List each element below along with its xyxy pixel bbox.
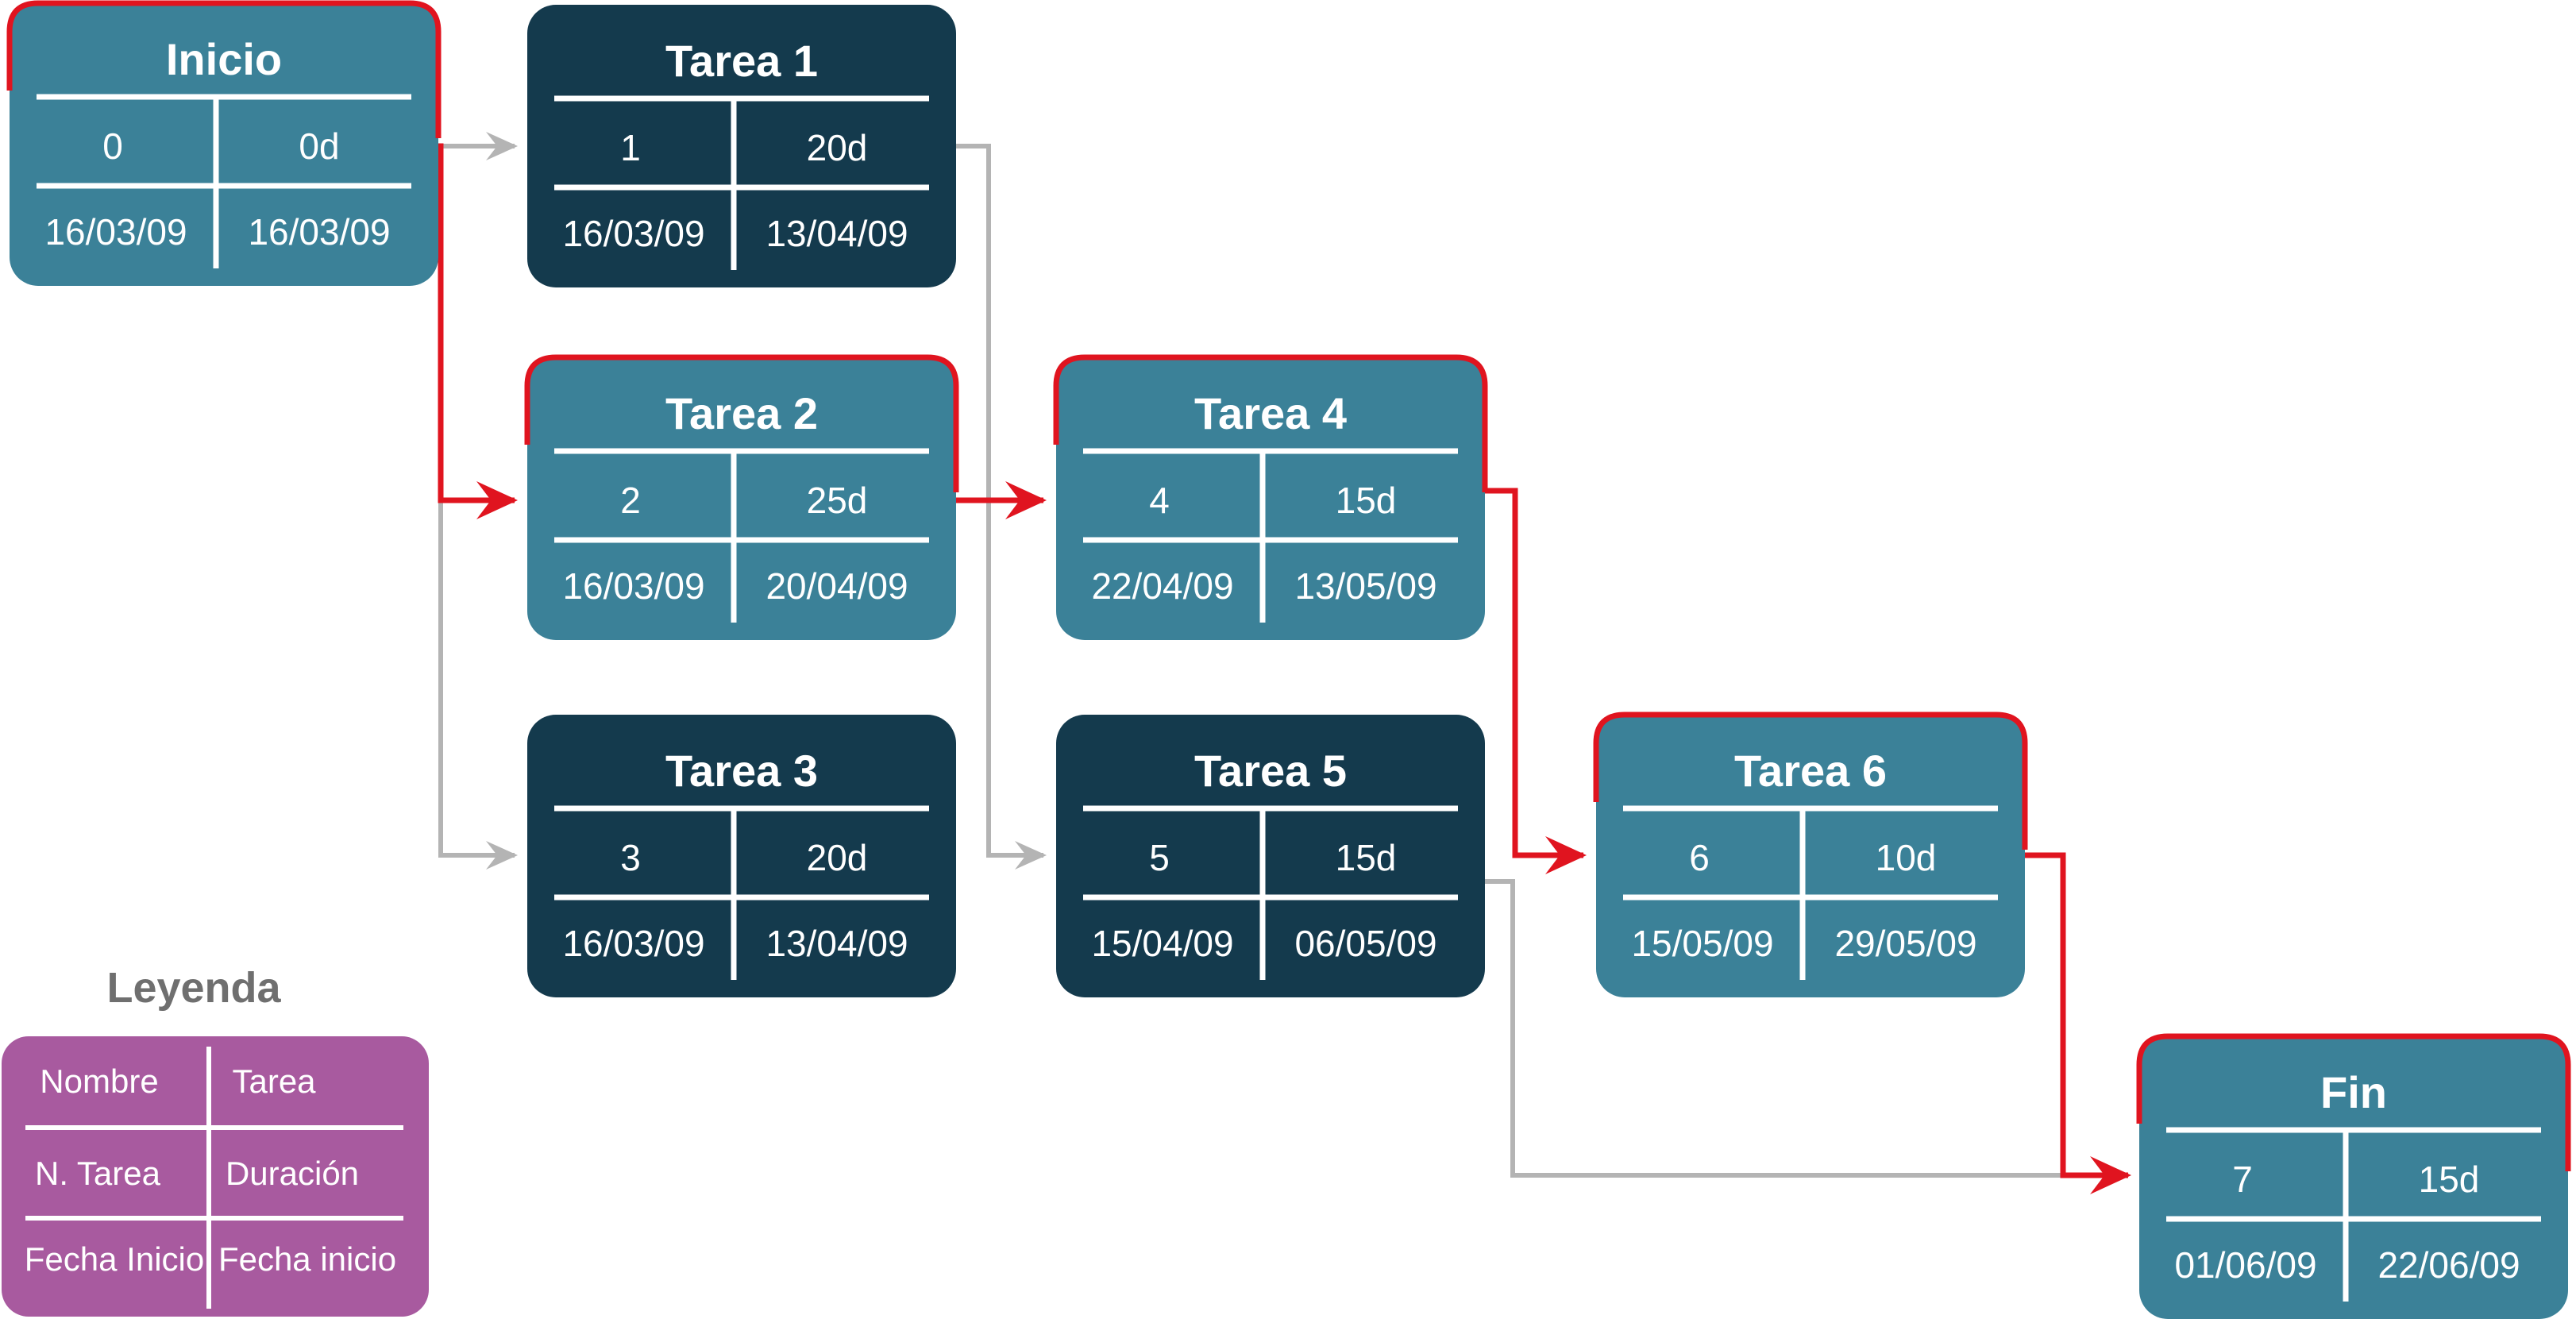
node-end-date: 22/06/09	[2377, 1244, 2520, 1286]
node-tarea4: Tarea 4 4 15d 22/04/09 13/05/09	[1053, 354, 1488, 640]
edge-tarea1-to-tarea5	[956, 144, 1047, 870]
node-task-number: 4	[1149, 480, 1170, 521]
node-box	[527, 357, 956, 640]
legend-cell-end-date: Fecha inicio	[218, 1240, 396, 1278]
arrowhead	[2090, 1156, 2131, 1194]
node-start-date: 22/04/09	[1091, 565, 1233, 607]
node-duration: 0d	[299, 125, 339, 167]
node-duration: 20d	[807, 127, 868, 168]
node-box	[1056, 715, 1485, 997]
critical-outline	[2136, 1033, 2571, 1171]
node-start-date: 15/05/09	[1631, 923, 1773, 964]
node-inicio: Inicio 0 0d 16/03/09 16/03/09	[6, 0, 442, 286]
node-title: Tarea 5	[1194, 746, 1347, 796]
legend-cell-start-date: Fecha Inicio	[25, 1240, 204, 1278]
edge-line	[1485, 879, 2128, 1178]
arrowhead	[486, 841, 518, 870]
arrowhead	[476, 481, 518, 519]
node-end-date: 06/05/09	[1294, 923, 1436, 964]
legend-cell-task-number: N. Tarea	[35, 1155, 161, 1192]
edge-inicio-to-tarea1	[435, 132, 518, 160]
node-start-date: 16/03/09	[562, 923, 704, 964]
node-title: Fin	[2320, 1067, 2387, 1117]
node-duration: 15d	[1336, 837, 1397, 878]
node-task-number: 0	[102, 125, 123, 167]
nodes-layer: Inicio 0 0d 16/03/09 16/03/09 Tarea 1 1 20d 16/0…	[6, 0, 2571, 1319]
node-box	[527, 5, 956, 287]
node-duration: 15d	[2419, 1159, 2480, 1200]
node-title: Tarea 6	[1734, 746, 1887, 796]
legend-box	[2, 1036, 429, 1317]
critical-outline	[1593, 712, 2028, 850]
node-task-number: 5	[1149, 837, 1170, 878]
node-start-date: 15/04/09	[1091, 923, 1233, 964]
node-box	[1596, 715, 2025, 997]
node-start-date: 01/06/09	[2174, 1244, 2316, 1286]
critical-outline	[1053, 354, 1488, 492]
edge-line	[435, 143, 515, 503]
node-tarea3: Tarea 3 3 20d 16/03/09 13/04/09	[527, 715, 956, 997]
node-task-number: 3	[620, 837, 641, 878]
legend-cell-name: Nombre	[40, 1063, 158, 1100]
node-task-number: 7	[2232, 1159, 2253, 1200]
node-end-date: 29/05/09	[1834, 923, 1976, 964]
edge-line	[438, 500, 515, 858]
arrowhead	[1545, 836, 1587, 874]
edge-line	[1485, 488, 1583, 858]
legend-title: Leyenda	[106, 964, 281, 1012]
node-box	[1056, 357, 1485, 640]
edge-line	[2025, 852, 2128, 1178]
node-end-date: 13/05/09	[1294, 565, 1436, 607]
node-start-date: 16/03/09	[562, 565, 704, 607]
legend-cell-task: Tarea	[232, 1063, 316, 1100]
node-box	[2139, 1036, 2568, 1319]
edge-inicio-to-tarea2	[435, 143, 518, 519]
node-duration: 20d	[807, 837, 868, 878]
node-title: Tarea 4	[1194, 388, 1347, 438]
node-tarea1: Tarea 1 1 20d 16/03/09 13/04/09	[527, 5, 956, 287]
node-title: Tarea 3	[665, 746, 818, 796]
node-task-number: 2	[620, 480, 641, 521]
node-title: Inicio	[166, 34, 282, 84]
edge-inicio-to-tarea3	[438, 500, 518, 870]
node-box	[10, 3, 438, 286]
node-end-date: 13/04/09	[765, 213, 908, 254]
arrowhead	[486, 132, 518, 160]
node-start-date: 16/03/09	[562, 213, 704, 254]
node-fin: Fin 7 15d 01/06/09 22/06/09	[2136, 1033, 2571, 1319]
node-title: Tarea 2	[665, 388, 818, 438]
node-task-number: 6	[1689, 837, 1710, 878]
node-box	[527, 715, 956, 997]
node-start-date: 16/03/09	[44, 211, 187, 253]
edge-tarea2-to-tarea4	[956, 481, 1047, 519]
node-tarea5: Tarea 5 5 15d 15/04/09 06/05/09	[1056, 715, 1485, 997]
node-tarea6: Tarea 6 6 10d 15/05/09 29/05/09	[1593, 712, 2028, 997]
edge-tarea6-to-fin	[2025, 852, 2131, 1194]
node-end-date: 20/04/09	[765, 565, 908, 607]
node-title: Tarea 1	[665, 36, 818, 86]
node-end-date: 16/03/09	[248, 211, 390, 253]
legend-cell-duration: Duración	[226, 1155, 359, 1192]
node-task-number: 1	[620, 127, 641, 168]
node-duration: 10d	[1876, 837, 1937, 878]
arrowhead	[1015, 841, 1047, 870]
node-duration: 25d	[807, 480, 868, 521]
node-end-date: 13/04/09	[765, 923, 908, 964]
node-duration: 15d	[1336, 480, 1397, 521]
arrowhead	[1005, 481, 1047, 519]
critical-outline	[6, 0, 442, 138]
legend: Leyenda Nombre Tarea N. Tarea Duración F…	[2, 964, 429, 1317]
critical-outline	[524, 354, 959, 492]
edges-layer	[435, 132, 2131, 1194]
edge-tarea4-to-tarea6	[1485, 488, 1587, 874]
node-tarea2: Tarea 2 2 25d 16/03/09 20/04/09	[524, 354, 959, 640]
